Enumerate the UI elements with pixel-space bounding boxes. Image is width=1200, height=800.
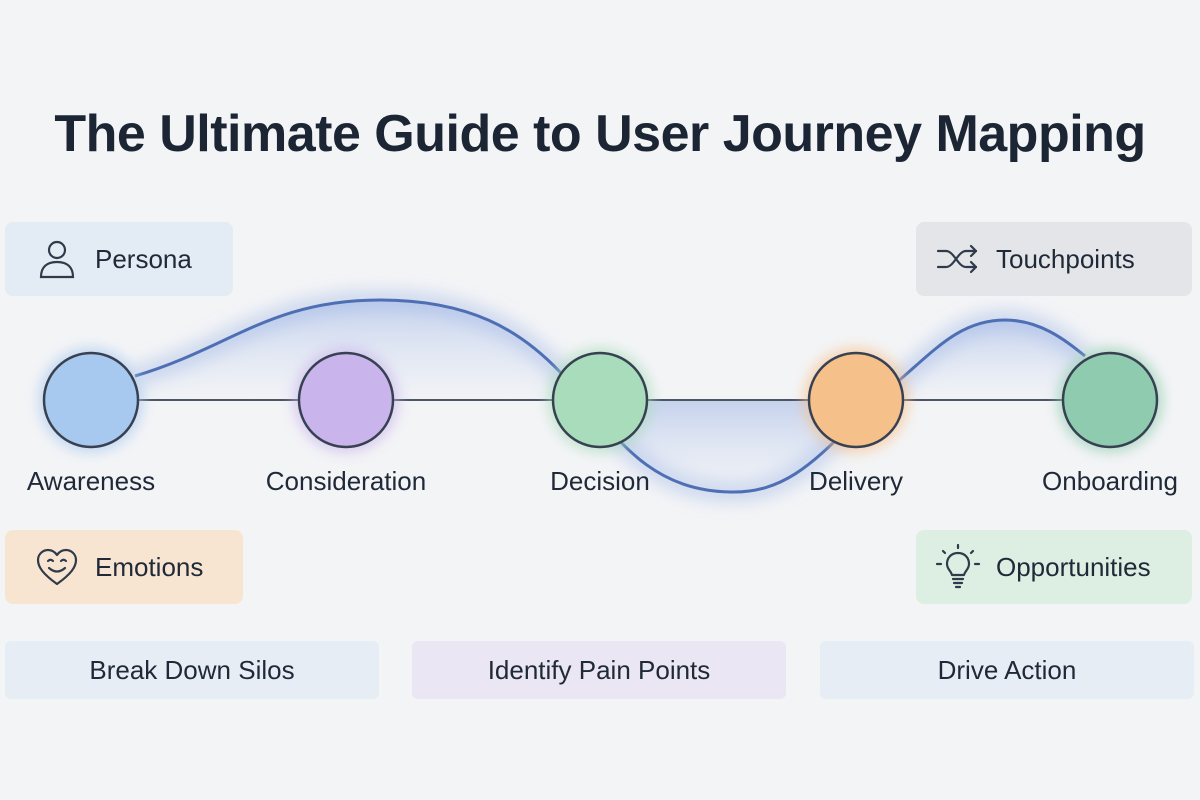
stage-nodes	[38, 347, 1163, 453]
stage-node-delivery	[807, 351, 905, 449]
persona-card-label: Persona	[95, 243, 192, 274]
stage-node-decision	[551, 351, 649, 449]
stage-node-awareness	[42, 351, 140, 449]
stage-label-awareness: Awareness	[26, 466, 156, 496]
shuffle-arrows-icon	[934, 235, 982, 283]
page-title: The Ultimate Guide to User Journey Mappi…	[54, 105, 1146, 163]
opportunities-card: Opportunities	[916, 530, 1192, 604]
banner-identify-pain-points: Identify Pain Points	[412, 641, 786, 699]
journey-curve	[134, 298, 1086, 494]
user-icon	[33, 235, 81, 283]
touchpoints-card: Touchpoints	[916, 222, 1192, 296]
banner-drive-action: Drive Action	[820, 641, 1194, 699]
lightbulb-icon	[934, 543, 982, 591]
stage-node-consideration	[297, 351, 395, 449]
stage-label-delivery: Delivery	[809, 466, 903, 496]
banner-break-down-silos: Break Down Silos	[5, 641, 379, 699]
journey-curve-fill-segment	[895, 320, 1085, 400]
smiling-heart-icon	[33, 543, 81, 591]
stage-label-consideration: Consideration	[265, 466, 427, 496]
stage-label-decision: Decision	[550, 466, 650, 496]
opportunities-card-label: Opportunities	[996, 551, 1151, 582]
emotions-card: Emotions	[5, 530, 243, 604]
stage-label-onboarding: Onboarding	[1042, 466, 1178, 496]
touchpoints-card-label: Touchpoints	[996, 243, 1135, 274]
emotions-card-label: Emotions	[95, 551, 204, 582]
stage-node-onboarding	[1061, 351, 1159, 449]
persona-card: Persona	[5, 222, 233, 296]
